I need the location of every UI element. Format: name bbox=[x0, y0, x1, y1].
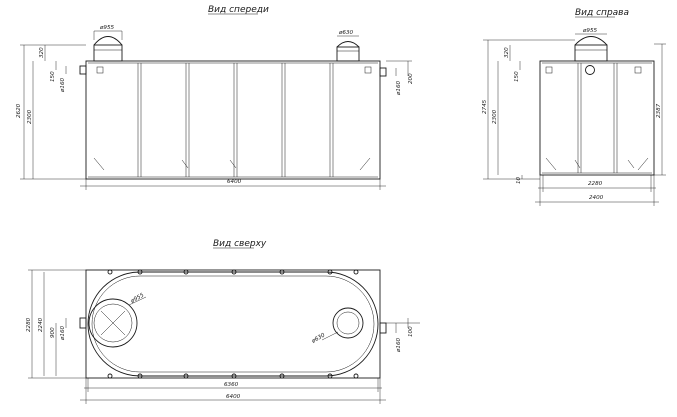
top-dim-width-outer: 2280 bbox=[26, 317, 32, 332]
top-view-title: Вид сверху bbox=[213, 239, 267, 249]
top-dim-hatch-small: ø630 bbox=[310, 332, 326, 345]
top-hatch-large bbox=[88, 298, 138, 348]
front-dim-hatch-large: ø955 bbox=[99, 25, 115, 31]
front-dim-outlet-offset: 200 bbox=[408, 73, 414, 84]
front-view-title: Вид спереди bbox=[208, 5, 269, 15]
top-inlet-pipe bbox=[79, 317, 87, 329]
front-dim-inlet-offset: 150 bbox=[50, 71, 56, 82]
front-ribs bbox=[93, 63, 371, 177]
top-outer-frame bbox=[85, 269, 381, 379]
side-hatch bbox=[574, 36, 608, 62]
top-view: Вид сверху ø955 bbox=[26, 239, 420, 404]
front-inlet-pipe bbox=[79, 65, 87, 75]
front-dim-hatch-height: 320 bbox=[39, 47, 45, 58]
top-dim-inlet-dia: ø160 bbox=[60, 325, 66, 341]
side-dim-hatch-dia: ø955 bbox=[582, 28, 598, 34]
front-hatch-small bbox=[336, 41, 360, 62]
side-dim-height-body: 2300 bbox=[492, 109, 498, 124]
side-dim-hatch-height: 320 bbox=[504, 47, 510, 58]
front-outlet-pipe bbox=[379, 67, 387, 77]
side-dim-offset: 150 bbox=[514, 71, 520, 82]
top-dim-outlet-dia: ø160 bbox=[396, 337, 402, 353]
side-ribs bbox=[545, 63, 649, 173]
top-dim-hatch-large: ø955 bbox=[129, 292, 145, 305]
top-body-outline bbox=[87, 271, 379, 377]
top-dim-inner-length: 6360 bbox=[224, 382, 239, 388]
side-view-title: Вид справа bbox=[575, 8, 629, 18]
top-rib-marks bbox=[107, 269, 359, 379]
top-outlet-pipe bbox=[379, 322, 387, 334]
side-view: Вид справа ø955 2745 2300 320 150 bbox=[482, 8, 666, 206]
front-dim-hatch-small: ø630 bbox=[338, 30, 354, 36]
side-dim-height-right: 2387 bbox=[656, 103, 662, 118]
front-dim-height-total: 2620 bbox=[16, 103, 22, 118]
front-tank-body bbox=[85, 60, 381, 180]
front-dim-outlet-dia: ø160 bbox=[396, 80, 402, 96]
side-dim-bottom-gap: 10 bbox=[516, 176, 522, 184]
top-dim-inlet-offset: 900 bbox=[50, 327, 56, 338]
front-hatch-large bbox=[93, 36, 123, 62]
side-tank-body bbox=[539, 60, 655, 176]
side-dim-width: 2400 bbox=[589, 195, 604, 201]
front-dim-height-body: 2300 bbox=[27, 109, 33, 124]
front-dim-inlet-dia: ø160 bbox=[60, 77, 66, 93]
side-dim-height-total: 2745 bbox=[482, 99, 488, 114]
top-hatch-small bbox=[332, 307, 364, 339]
top-dim-length: 6400 bbox=[226, 394, 241, 400]
front-dim-length: 6400 bbox=[227, 179, 242, 185]
top-dim-outlet-offset: 100 bbox=[408, 326, 414, 337]
front-view: Вид спереди bbox=[16, 5, 414, 190]
top-dim-width-inner: 2240 bbox=[38, 317, 44, 332]
side-inlet-circle bbox=[585, 65, 595, 75]
side-dim-base-width: 2280 bbox=[588, 181, 603, 187]
